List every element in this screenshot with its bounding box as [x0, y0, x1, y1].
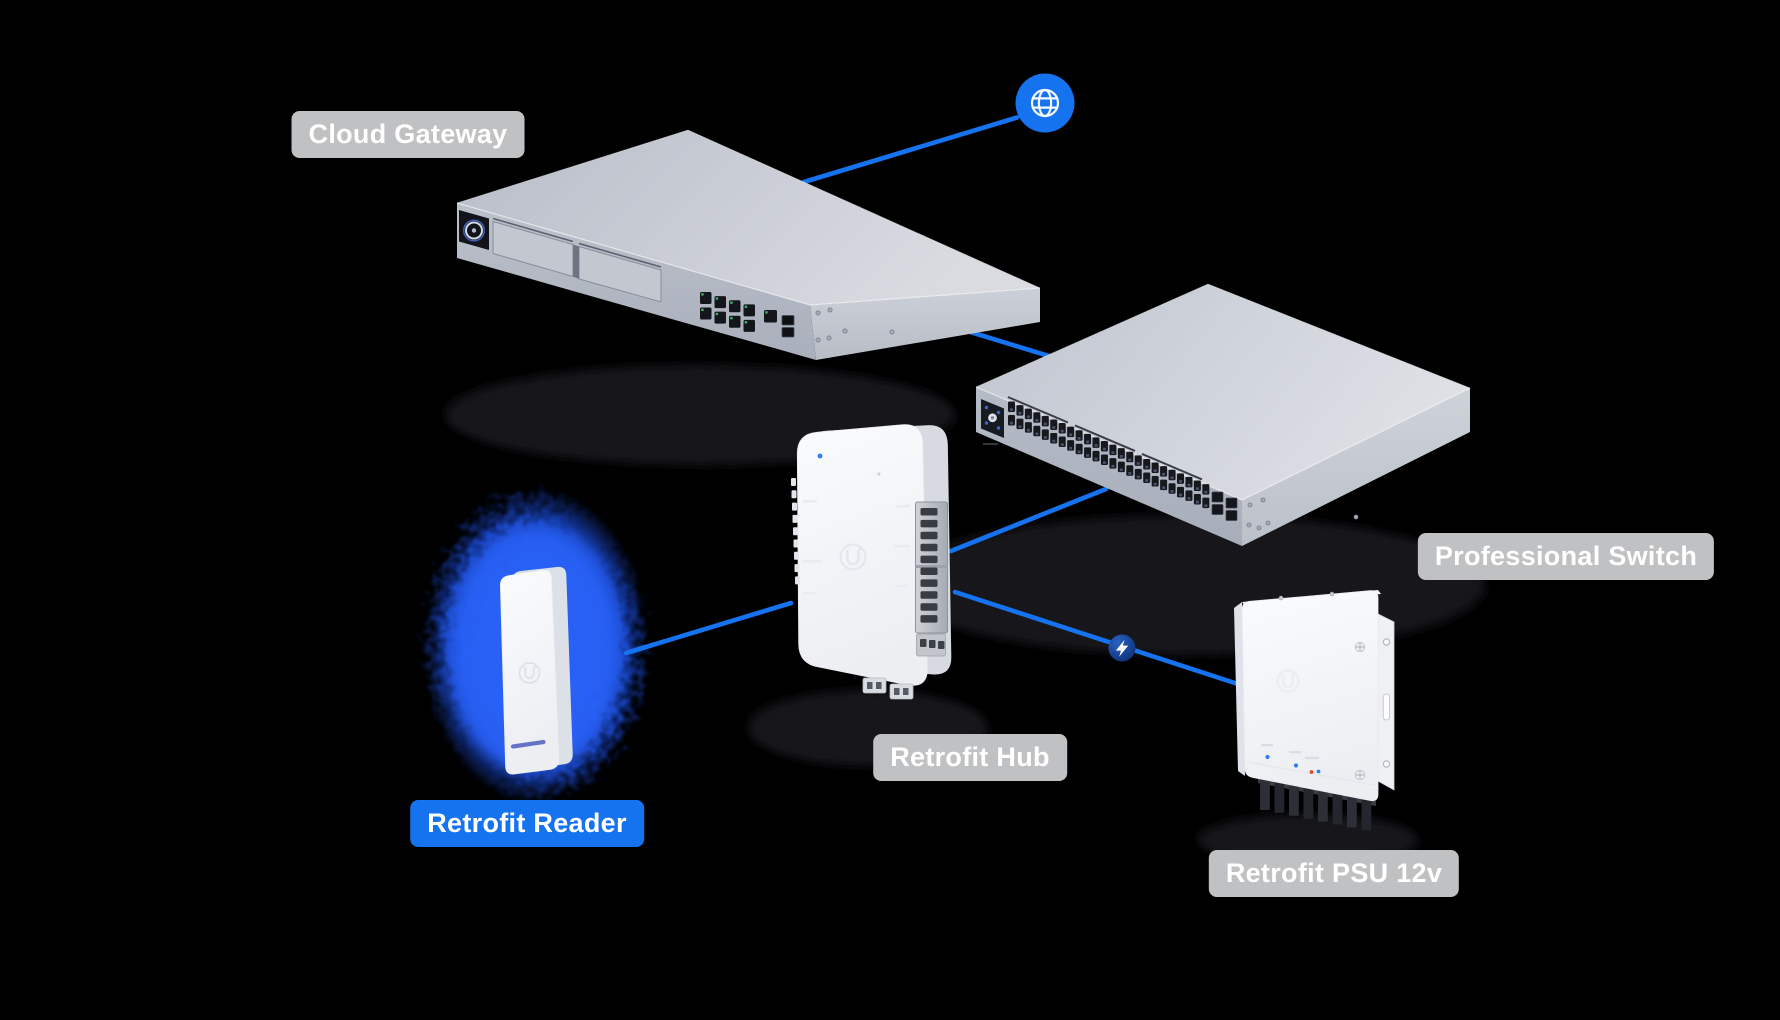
- hub-side-notches: [791, 478, 800, 585]
- reader-led-bar: [510, 739, 546, 749]
- hub-bottom-connectors: [862, 677, 914, 700]
- label-retrofit-reader-selected[interactable]: Retrofit Reader: [410, 800, 644, 848]
- psu-screws: [1278, 591, 1366, 781]
- reader-logo: [518, 662, 541, 684]
- label-retrofit-psu[interactable]: Retrofit PSU 12v: [1208, 850, 1460, 898]
- switch-ethernet-ports: [1008, 401, 1210, 509]
- connection-hub-switch: [948, 486, 1109, 554]
- gateway-sfp-ports: [764, 310, 795, 338]
- switch-port-group-lines: [1007, 396, 1203, 481]
- hub-logo: [839, 543, 867, 571]
- hub-face-markings: [803, 500, 910, 595]
- label-retrofit-hub[interactable]: Retrofit Hub: [873, 734, 1067, 782]
- label-professional-switch[interactable]: Professional Switch: [1417, 533, 1715, 581]
- switch-sfp-ports: [1211, 491, 1238, 521]
- hub-terminal-strip: [915, 501, 948, 657]
- label-cloud-gateway[interactable]: Cloud Gateway: [291, 111, 525, 159]
- psu-logo: [1276, 669, 1300, 693]
- psu-bracket-holes: [1382, 638, 1391, 768]
- psu-heatsink-fins: [1260, 779, 1372, 831]
- cloud-gateway-device[interactable]: [456, 129, 1041, 360]
- globe-icon: [1015, 73, 1075, 133]
- connection-gateway-internet: [801, 115, 1020, 185]
- connection-hub-psu: [952, 589, 1244, 688]
- gateway-screws: [815, 307, 895, 343]
- gateway-drive-bays: [492, 217, 662, 303]
- gateway-ethernet-ports: [700, 292, 755, 332]
- switch-screws: [1246, 497, 1359, 531]
- gateway-display: [459, 210, 489, 250]
- retrofit-reader-device[interactable]: [499, 566, 573, 775]
- retrofit-psu-device[interactable]: [1234, 590, 1395, 831]
- lightning-icon: [1108, 634, 1136, 662]
- retrofit-hub-device[interactable]: [791, 424, 952, 700]
- switch-display: [981, 399, 1004, 445]
- hub-status-led: [817, 453, 823, 459]
- psu-led-labels: [1261, 744, 1319, 760]
- professional-switch-device[interactable]: [975, 283, 1471, 546]
- connection-reader-hub: [623, 600, 794, 656]
- psu-status-leds: [1265, 754, 1321, 774]
